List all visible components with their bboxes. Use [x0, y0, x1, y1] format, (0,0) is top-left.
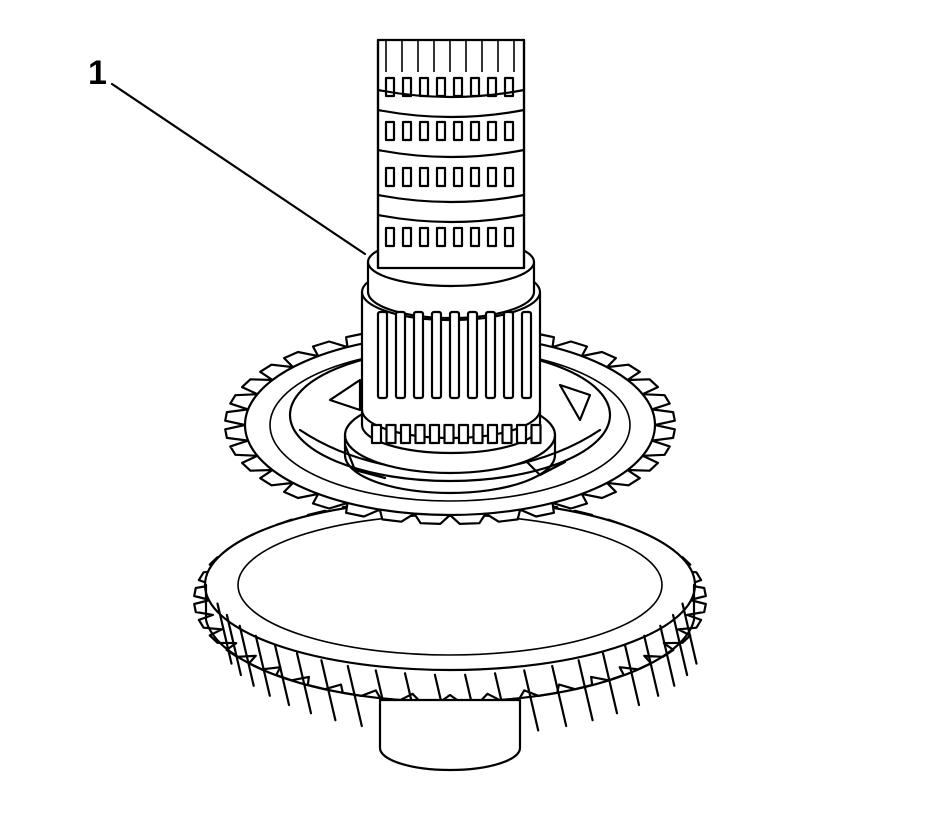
shaft-spline [503, 76, 515, 98]
clutch-tooth [414, 423, 426, 445]
shaft-spline [435, 166, 447, 188]
lower-hub [378, 698, 522, 772]
helical-tooth-face [216, 602, 233, 665]
shaft-spline [435, 76, 447, 98]
shaft-spline [384, 120, 396, 142]
helical-tooth-face [659, 624, 676, 687]
shaft-spline [469, 226, 481, 248]
helical-tooth-face [238, 624, 255, 687]
shaft-spline [486, 76, 498, 98]
clutch-tooth [399, 423, 412, 445]
needle-roller [448, 310, 461, 400]
shaft-spline [435, 120, 447, 142]
helical-tooth-face [295, 652, 313, 715]
clutch-tooth [443, 423, 455, 445]
shaft-spline [503, 166, 515, 188]
needle-roller [412, 310, 425, 400]
shaft-spline [418, 226, 430, 248]
helical-tooth-face [225, 613, 242, 677]
shaft-spline [452, 226, 464, 248]
clutch-tooth [486, 423, 499, 445]
shaft-spline [503, 226, 515, 248]
helical-tooth-face [643, 634, 660, 697]
helical-tooth-face [681, 602, 698, 665]
helical-tooth-face [320, 659, 337, 722]
splined-shaft [376, 38, 526, 270]
shaft-spline [401, 166, 413, 188]
helical-tooth-face [551, 664, 568, 728]
needle-roller [430, 310, 443, 400]
helical-tooth-face [346, 664, 363, 728]
callout-leader-line [110, 82, 367, 256]
shaft-spline [384, 166, 396, 188]
clutch-tooth [385, 423, 397, 445]
helical-tooth-face [273, 643, 291, 707]
needle-roller [376, 310, 389, 400]
helical-tooth-face [523, 669, 540, 732]
clutch-tooth [370, 423, 383, 445]
clutch-tooth [472, 423, 484, 445]
shaft-spline [486, 166, 498, 188]
shaft-spline [418, 120, 430, 142]
needle-bearing [360, 236, 542, 455]
shaft-spline [452, 166, 464, 188]
shaft-spline [418, 166, 430, 188]
clutch-tooth [501, 423, 513, 445]
helical-tooth-face [254, 634, 271, 697]
clutch-tooth [457, 423, 470, 445]
shaft-spline [418, 76, 430, 98]
shaft-spline [401, 226, 413, 248]
clutch-tooth [530, 423, 542, 445]
shaft-spline [384, 76, 396, 98]
helical-tooth-face [623, 643, 641, 707]
helical-tooth-face [577, 659, 594, 722]
needle-roller [394, 310, 407, 400]
clutch-tooth [428, 423, 441, 445]
shaft-spline [503, 120, 515, 142]
shaft-spline [384, 226, 396, 248]
shaft-spline [452, 120, 464, 142]
callout-number-1: 1 [88, 54, 107, 92]
needle-roller [466, 310, 479, 400]
shaft-spline [486, 226, 498, 248]
shaft-spline [401, 76, 413, 98]
needle-roller [484, 310, 497, 400]
shaft-spline [452, 76, 464, 98]
shaft-spline [486, 120, 498, 142]
shaft-spline [469, 76, 481, 98]
needle-roller [520, 310, 533, 400]
needle-roller [502, 310, 515, 400]
shaft-spline [401, 120, 413, 142]
helical-tooth-face [672, 613, 689, 677]
helical-tooth-face [601, 652, 619, 715]
clutch-tooth [515, 423, 528, 445]
shaft-spline [435, 226, 447, 248]
shaft-spline [469, 120, 481, 142]
shaft-spline [469, 166, 481, 188]
